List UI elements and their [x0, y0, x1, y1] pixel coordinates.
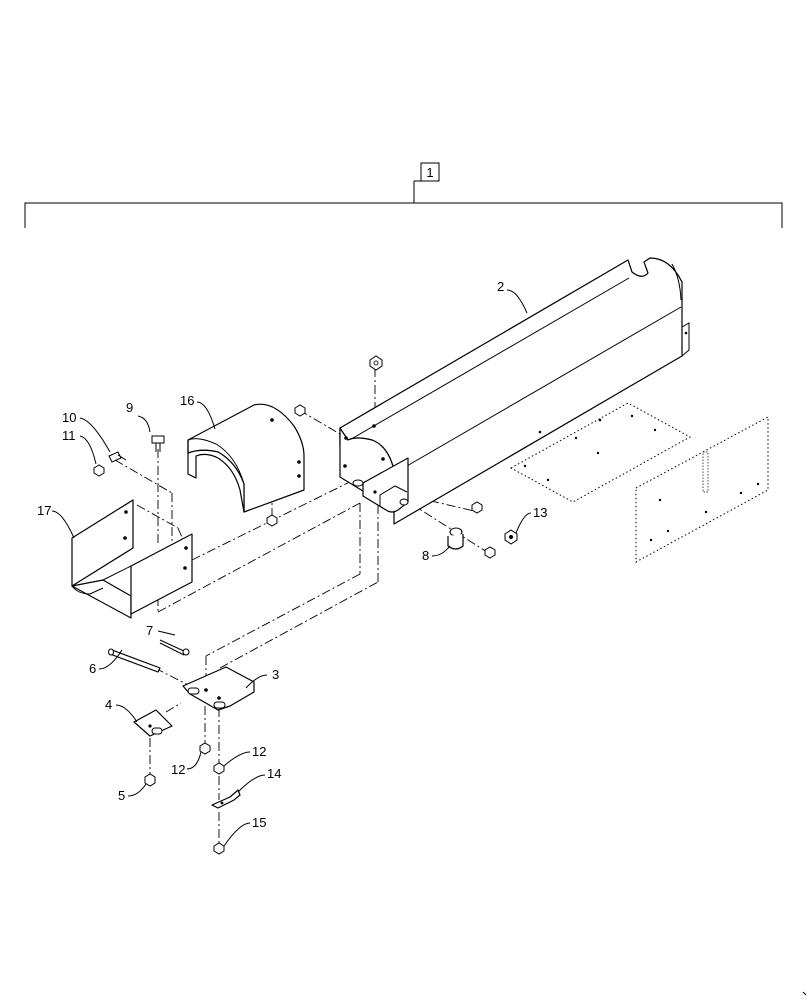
callout-4: 4: [105, 697, 112, 712]
callout-7: 7: [146, 623, 153, 638]
callout-11: 11: [62, 428, 76, 443]
callout-10: 10: [62, 410, 76, 425]
callout-2: 2: [497, 279, 504, 294]
main-cover-part: [339, 257, 690, 525]
nut-16-bottom: [266, 514, 278, 527]
corner-mark: [802, 991, 807, 996]
callout-5: 5: [118, 788, 125, 803]
callout-17: 17: [37, 503, 51, 518]
callout-8: 8: [422, 548, 429, 563]
hinge-plate-part: [182, 666, 255, 711]
callout-15: 15: [252, 815, 266, 830]
nut-right: [471, 501, 483, 514]
small-hinge-part: [133, 709, 173, 737]
callout-14: 14: [267, 766, 281, 781]
bolt-10: [108, 451, 122, 463]
callout-6: 6: [89, 661, 96, 676]
small-cover-part: [187, 403, 305, 513]
nut-right-lower: [484, 546, 496, 559]
hardware: [93, 355, 518, 855]
nut-5: [144, 773, 156, 787]
nut-12-right: [213, 762, 225, 775]
nut-16: [294, 404, 306, 417]
callout-1: 1: [426, 165, 433, 180]
pin-part: [159, 639, 190, 656]
nut-11: [93, 464, 105, 477]
bolt-9: [151, 435, 165, 444]
dashed-panel-lower: [635, 416, 769, 563]
callout-13: 13: [533, 505, 547, 520]
latch-part: [447, 527, 464, 550]
leader-lines: [51, 289, 532, 847]
callout-box-1: [420, 162, 440, 182]
dashed-panel-upper: [509, 402, 692, 503]
u-channel-part: [71, 499, 193, 619]
callout-12-left: 12: [171, 762, 185, 777]
nut-15: [213, 842, 225, 855]
nut-12-left: [199, 742, 211, 755]
assembly-bracket: 1: [24, 162, 783, 228]
callout-12-right: 12: [252, 744, 266, 759]
callout-labels: 2 16 9 10 11 17 7 6 3 4 5 12 12 14 15 8 …: [37, 279, 547, 830]
rod-part: [108, 648, 161, 673]
callout-3: 3: [272, 667, 279, 682]
callout-16: 16: [180, 393, 194, 408]
clip-part: [211, 789, 241, 809]
callout-9: 9: [126, 400, 133, 415]
